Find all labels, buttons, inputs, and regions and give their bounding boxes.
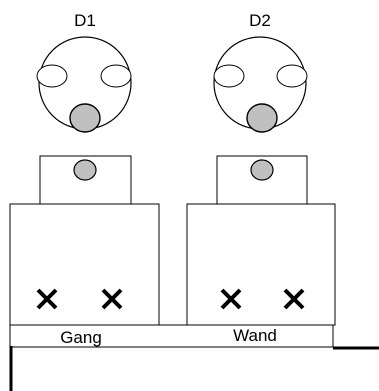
device-d2-nose-knob	[246, 103, 278, 133]
device-d1-left-eye	[36, 64, 68, 88]
bench-label-gang: Gang	[60, 328, 102, 347]
device-d2-right-eye	[276, 64, 308, 88]
device-d1: D1	[9, 11, 160, 326]
device-d2-cross-left	[220, 288, 242, 310]
device-d2: D2	[186, 11, 336, 326]
device-d1-head	[36, 36, 132, 133]
floor-line	[9, 346, 379, 391]
device-d2-head	[213, 36, 308, 133]
bench: Gang Wand	[9, 324, 334, 348]
bench-strip	[9, 324, 334, 348]
device-d1-cross-left	[36, 288, 58, 310]
device-d1-base	[9, 203, 160, 326]
device-d2-socket-knob	[250, 159, 274, 181]
device-d2-base	[186, 203, 336, 326]
device-d1-nose-knob	[69, 103, 101, 133]
device-d1-socket-knob	[73, 159, 97, 181]
device-d1-right-eye	[100, 64, 132, 88]
device-d1-cross-right	[101, 288, 123, 310]
device-d2-left-eye	[213, 64, 245, 88]
device-d1-label: D1	[74, 11, 96, 30]
device-d2-label: D2	[249, 11, 271, 30]
bench-label-wand: Wand	[233, 326, 277, 345]
device-d2-cross-right	[283, 288, 305, 310]
